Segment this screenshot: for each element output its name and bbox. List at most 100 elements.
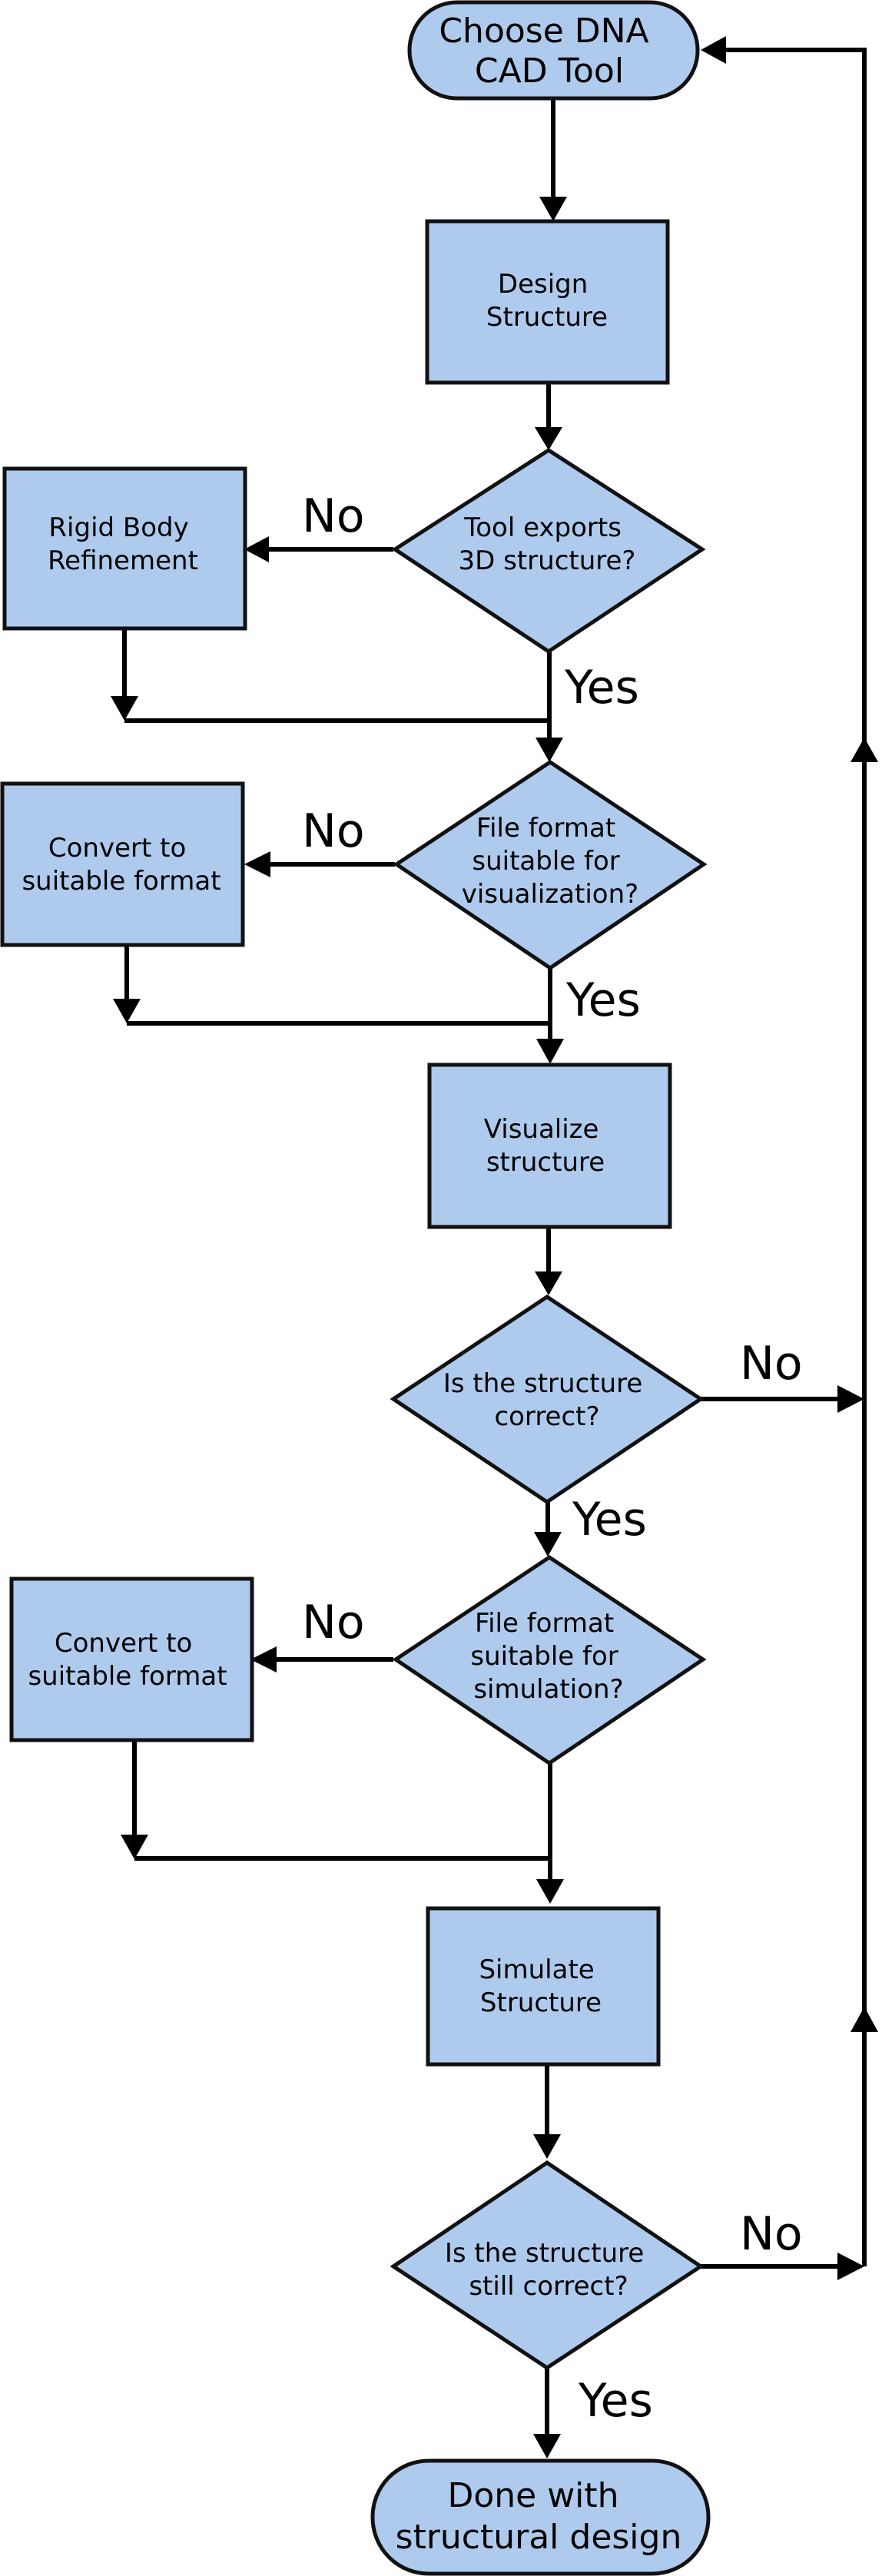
label-correct-no: No	[740, 1337, 803, 1391]
arrowhead-correct	[535, 1271, 562, 1295]
node-label: Rigid Body Refinement	[48, 512, 198, 576]
label-line: suitable for	[470, 1641, 618, 1672]
node-vis-format-decision: File format suitable for visualization?	[393, 759, 708, 971]
node-design-structure: Design Structure	[425, 219, 670, 385]
label-line: structural design	[396, 2518, 682, 2557]
arrowhead-visualize	[536, 1039, 564, 1064]
arrowhead-still	[533, 2134, 561, 2159]
node-label: Is the structure still correct?	[445, 2238, 652, 2302]
label-line: Done with	[447, 2476, 618, 2515]
terminal-shape	[370, 2458, 711, 2576]
label-line: Refinement	[48, 545, 198, 576]
label-line: still correct?	[469, 2271, 628, 2302]
connectors	[122, 48, 867, 2435]
arrowhead-convertsim-merge	[121, 1835, 148, 1859]
node-sim-format-decision: File format suitable for simulation?	[392, 1554, 707, 1766]
decision-shape	[393, 759, 708, 971]
label-line: Is the structure	[445, 2238, 644, 2269]
node-tool-exports-decision: Tool exports 3D structure?	[391, 448, 706, 655]
label-line: suitable format	[28, 1661, 227, 1692]
label-line: Visualize	[484, 1114, 599, 1145]
label-line: Structure	[480, 1988, 602, 2018]
process-shape	[426, 1906, 661, 2067]
node-visualize-structure: Visualize structure	[427, 1063, 672, 1229]
label-line: suitable format	[22, 866, 220, 897]
arrowhead-convert-sim	[250, 1646, 277, 1673]
edge-loop-back	[722, 48, 867, 2266]
node-convert-sim-format: Convert to suitable format	[9, 1576, 254, 1742]
label-still-yes: Yes	[578, 2374, 653, 2428]
label-correct-yes: Yes	[572, 1493, 647, 1547]
label-line: CAD Tool	[475, 51, 624, 91]
label-line: Choose DNA	[439, 12, 648, 51]
arrowhead-correct-no	[837, 1385, 864, 1413]
label-line: Simulate	[479, 1954, 594, 1985]
process-shape	[0, 781, 245, 947]
node-label: File format suitable for visualization?	[462, 813, 638, 910]
node-label: Choose DNA CAD Tool	[439, 12, 659, 91]
arrowhead-rigid-merge	[111, 696, 138, 721]
arrowhead-rigid	[244, 536, 269, 562]
label-vis-yes: Yes	[565, 973, 641, 1027]
decision-shape	[392, 1554, 707, 1766]
terminal-shape	[407, 0, 700, 101]
node-convert-vis-format: Convert to suitable format	[0, 781, 245, 947]
arrowhead-vis-format	[536, 738, 563, 762]
label-line: structure	[486, 1147, 605, 1178]
node-structure-correct-decision: Is the structure correct?	[390, 1294, 705, 1505]
label-line: Convert to	[48, 833, 186, 864]
label-line: visualization?	[462, 879, 638, 910]
label-still-no: No	[740, 2207, 803, 2261]
node-label: Tool exports 3D structure?	[459, 512, 636, 576]
label-exports-yes: Yes	[564, 661, 639, 714]
label-line: Tool exports	[463, 512, 622, 543]
label-line: Rigid Body	[48, 512, 188, 543]
arrowhead-exports	[535, 427, 562, 450]
label-sim-no: No	[302, 1596, 365, 1649]
label-line: simulation?	[473, 1674, 623, 1705]
label-line: Structure	[486, 302, 608, 333]
process-shape	[9, 1576, 254, 1742]
decision-shape	[390, 1294, 705, 1505]
label-exports-no: No	[302, 489, 365, 543]
arrowhead-convertvis-merge	[113, 999, 141, 1023]
node-label: Simulate Structure	[479, 1954, 602, 2018]
arrowhead-sim-format	[534, 1532, 562, 1557]
process-shape	[425, 219, 670, 385]
node-done-structural-design: Done with structural design	[370, 2458, 711, 2576]
process-shape	[2, 466, 247, 631]
process-shape	[427, 1063, 672, 1229]
node-label: Convert to suitable format	[22, 833, 220, 897]
decision-shape	[391, 448, 706, 655]
label-line: File format	[475, 1608, 614, 1639]
arrowhead-done	[533, 2434, 561, 2458]
node-label: Design Structure	[486, 269, 608, 333]
node-choose-tool: Choose DNA CAD Tool	[407, 0, 700, 101]
node-label: Visualize structure	[484, 1114, 608, 1178]
node-label: Convert to suitable format	[28, 1628, 227, 1692]
node-label: File format suitable for simulation?	[470, 1608, 626, 1705]
arrowhead-loop-up-1	[850, 738, 878, 762]
label-line: Is the structure	[443, 1368, 642, 1399]
label-vis-no: No	[302, 804, 365, 858]
label-line: 3D structure?	[459, 545, 636, 576]
edge-labels: No Yes No Yes No Yes No No Yes	[302, 489, 803, 2428]
label-line: suitable for	[472, 846, 619, 877]
arrowhead-convert-vis	[244, 851, 270, 877]
label-line: Convert to	[55, 1628, 192, 1659]
arrowhead-loop-start	[701, 36, 726, 64]
label-line: Design	[498, 269, 588, 300]
node-rigid-body-refinement: Rigid Body Refinement	[2, 466, 247, 631]
arrowhead-design	[539, 197, 567, 221]
decision-shape	[390, 2160, 705, 2370]
label-line: File format	[476, 813, 615, 844]
arrowheads	[111, 36, 878, 2458]
arrowhead-simulate	[536, 1879, 564, 1904]
label-line: correct?	[494, 1401, 599, 1432]
node-still-correct-decision: Is the structure still correct?	[390, 2160, 705, 2370]
arrowhead-still-no	[837, 2253, 864, 2280]
node-label: Is the structure correct?	[443, 1368, 651, 1432]
node-simulate-structure: Simulate Structure	[426, 1906, 661, 2067]
arrowhead-loop-up-2	[850, 2007, 878, 2032]
